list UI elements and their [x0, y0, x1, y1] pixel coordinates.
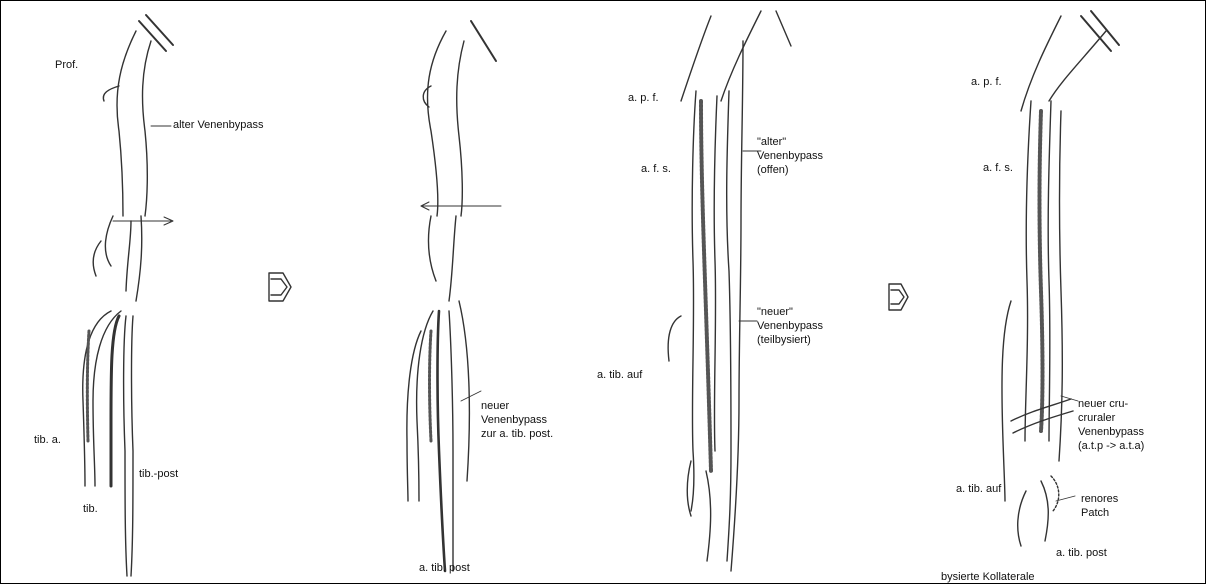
- label-apf: a. p. f.: [628, 91, 659, 105]
- label-neuer-venenbypass: neuer Venenbypass zur a. tib. post.: [481, 399, 553, 441]
- panel-4-sketch: [1002, 11, 1119, 546]
- label-a-tib-post: a. tib. post: [1056, 546, 1107, 560]
- panel-3-sketch: [668, 11, 791, 571]
- label-alter-venenbypass-offen: "alter" Venenbypass (offen): [757, 135, 823, 177]
- label-a-tib-post: a. tib. post: [419, 561, 470, 575]
- label-a-tib-auf: a. tib. auf: [597, 368, 642, 382]
- leader-lines: [151, 126, 1078, 501]
- label-neuer-venenbypass-teilbysiert: "neuer" Venenbypass (teilbysiert): [757, 305, 823, 347]
- label-neuer-crucraler-venenbypass: neuer cru- cruraler Venenbypass (a.t.p -…: [1078, 397, 1144, 453]
- label-afs: a. f. s.: [641, 162, 671, 176]
- label-prof: Prof.: [55, 58, 78, 72]
- label-a-tib-auf: a. tib. auf: [956, 482, 1001, 496]
- arrow-1-to-2: [269, 273, 291, 301]
- panel-2-sketch: [407, 21, 501, 571]
- panel-1-sketch: [83, 15, 173, 576]
- label-afs: a. f. s.: [983, 161, 1013, 175]
- label-tib-a: tib. a.: [34, 433, 61, 447]
- arrow-3-to-4: [889, 284, 908, 310]
- label-bysierte-kollaterale: bysierte Kollaterale: [941, 570, 1035, 584]
- label-apf: a. p. f.: [971, 75, 1002, 89]
- label-alter-venenbypass: alter Venenbypass: [173, 118, 264, 132]
- label-tib-post: tib.-post: [139, 467, 178, 481]
- label-tib: tib.: [83, 502, 98, 516]
- label-renores-patch: renores Patch: [1081, 492, 1118, 520]
